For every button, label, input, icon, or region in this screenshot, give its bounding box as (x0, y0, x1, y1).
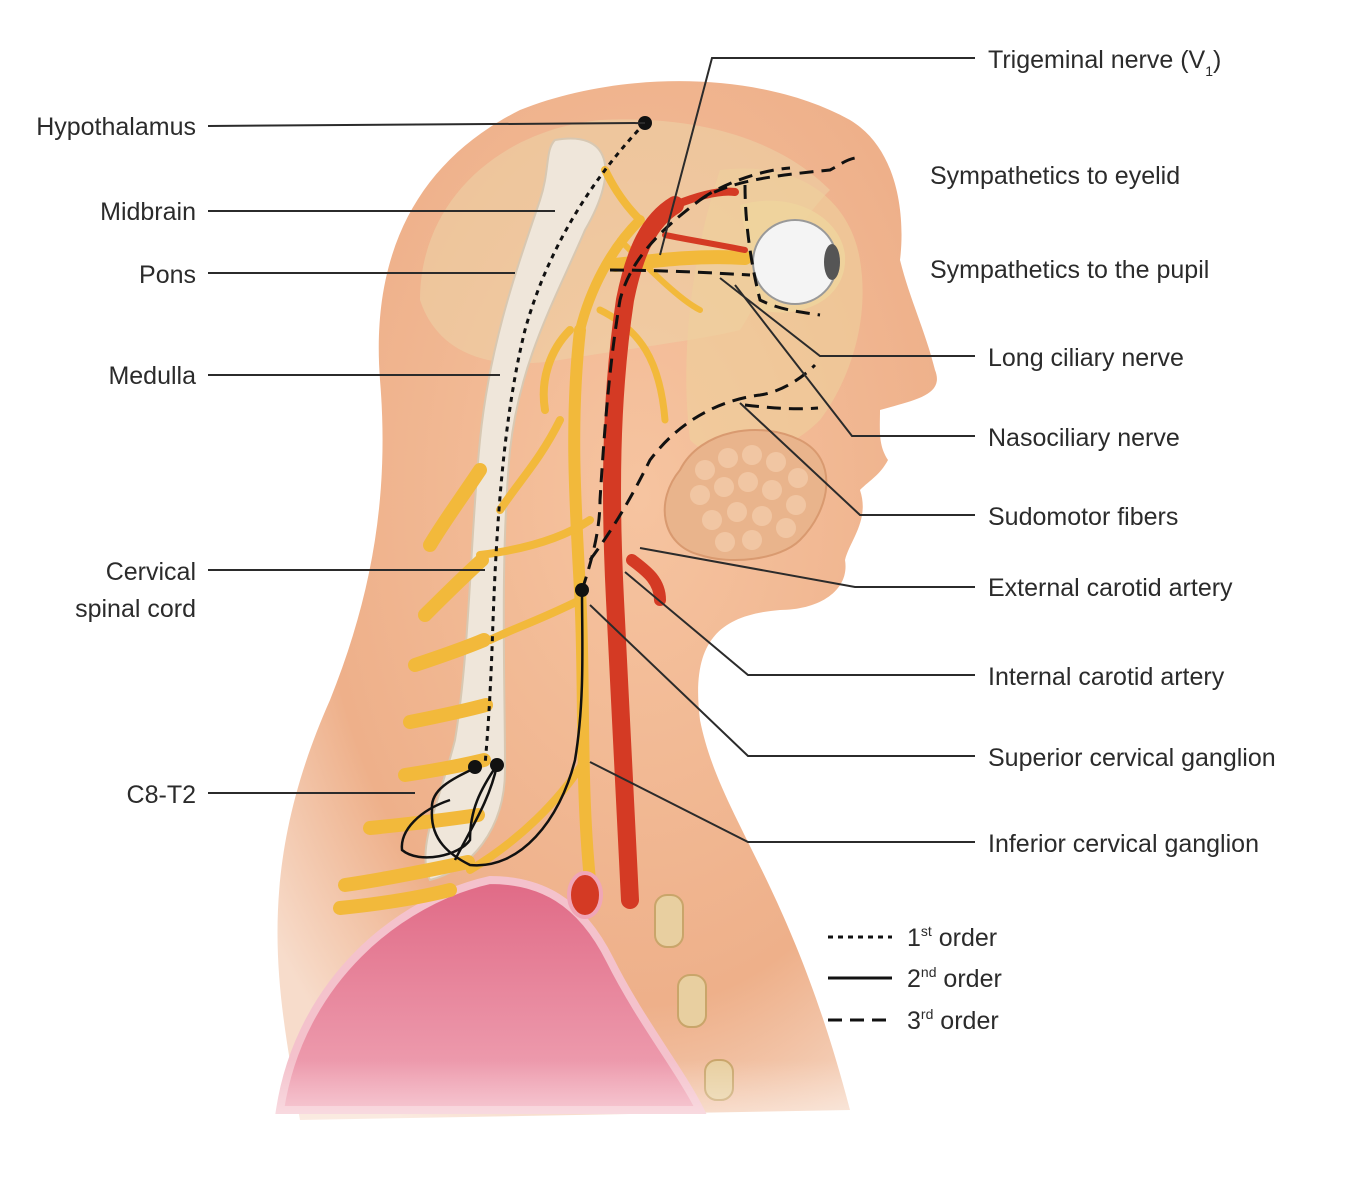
label-midbrain: Midbrain (100, 198, 196, 226)
leader-internal-carotid (624, 571, 975, 676)
leader-nasociliary (734, 284, 975, 437)
leader-sudomotor (739, 402, 975, 516)
label-inferior-ganglion: Inferior cervical ganglion (988, 830, 1259, 858)
legend-second: 2nd order (907, 964, 1002, 993)
carotid-artery (567, 187, 748, 919)
label-long-ciliary: Long ciliary nerve (988, 344, 1184, 372)
leader-long-ciliary (719, 277, 975, 357)
eyeball (740, 200, 846, 313)
label-internal-carotid: Internal carotid artery (988, 663, 1225, 691)
label-trigeminal: Trigeminal nerve (V1) (988, 46, 1221, 79)
label-sudomotor: Sudomotor fibers (988, 503, 1178, 531)
leader-trigeminal (659, 57, 975, 256)
lung (275, 875, 707, 1114)
label-external-carotid: External carotid artery (988, 574, 1233, 602)
label-nasociliary: Nasociliary nerve (988, 424, 1180, 452)
spinal-cord (424, 137, 607, 882)
leader-hypothalamus (207, 122, 646, 127)
label-cervical-line2: spinal cord (75, 595, 196, 623)
label-medulla: Medulla (108, 362, 196, 390)
neuron-synapse-dots (468, 116, 652, 774)
label-c8-t2: C8-T2 (127, 781, 196, 809)
leader-superior-ganglion (589, 604, 975, 757)
legend-third: 3rd order (907, 1006, 999, 1035)
third-order-neuron (580, 156, 856, 591)
label-eyelid: Sympathetics to eyelid (930, 162, 1180, 190)
label-pupil: Sympathetics to the pupil (930, 256, 1209, 284)
second-order-neuron (400, 589, 584, 867)
label-superior-ganglion: Superior cervical ganglion (988, 744, 1276, 772)
leader-external-carotid (639, 547, 975, 588)
legend: 1st order 2nd order 3rd order (828, 923, 1002, 1035)
legend-first: 1st order (907, 923, 997, 952)
leader-inferior-ganglion (589, 761, 975, 843)
salivary-gland (663, 429, 828, 561)
right-labels: Trigeminal nerve (V1) Sympathetics to ey… (589, 46, 1276, 858)
left-labels: Hypothalamus Midbrain Pons Medulla Cervi… (36, 113, 646, 809)
label-cervical-line1: Cervical (106, 558, 196, 586)
bottom-fade (0, 1060, 1345, 1200)
label-hypothalamus: Hypothalamus (36, 113, 196, 141)
label-pons: Pons (139, 261, 196, 289)
first-order-neuron (483, 121, 647, 766)
